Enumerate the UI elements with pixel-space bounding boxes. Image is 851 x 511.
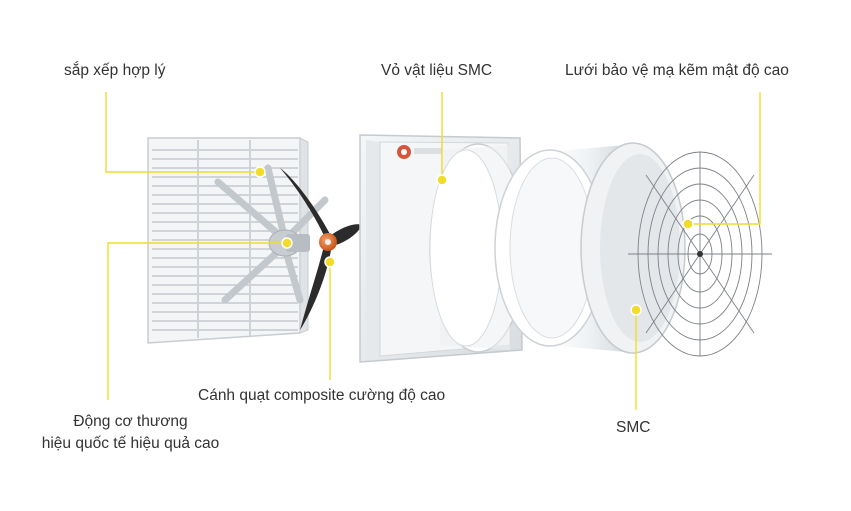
label-shell: Vỏ vật liệu SMC — [381, 62, 493, 79]
fan-hub — [319, 233, 337, 251]
smc-shell — [359, 134, 527, 363]
dot-guard — [682, 218, 694, 230]
callout-dots — [254, 166, 694, 316]
label-motor-line1: Động cơ thương — [73, 413, 188, 430]
label-guard: Lưới bảo vệ mạ kẽm mật độ cao — [565, 62, 789, 79]
dot-cone — [630, 304, 642, 316]
label-cone: SMC — [616, 419, 651, 436]
smc-cone — [494, 142, 686, 354]
dot-blade — [324, 256, 336, 268]
wire-guard — [628, 151, 772, 357]
label-grille: sắp xếp hợp lý — [64, 62, 166, 79]
label-blade: Cánh quạt composite cường độ cao — [198, 387, 446, 404]
dot-motor — [281, 237, 293, 249]
leader-grille — [105, 92, 260, 173]
label-motor: Động cơ thương hiệu quốc tế hiệu quả cao — [28, 411, 233, 455]
leader-guard — [688, 92, 761, 225]
dot-shell — [436, 174, 448, 186]
label-motor-line2: hiệu quốc tế hiệu quả cao — [41, 435, 220, 452]
fan-blades — [280, 168, 362, 330]
dot-grille — [254, 166, 266, 178]
leader-motor — [107, 242, 287, 400]
leader-lines — [105, 92, 761, 410]
